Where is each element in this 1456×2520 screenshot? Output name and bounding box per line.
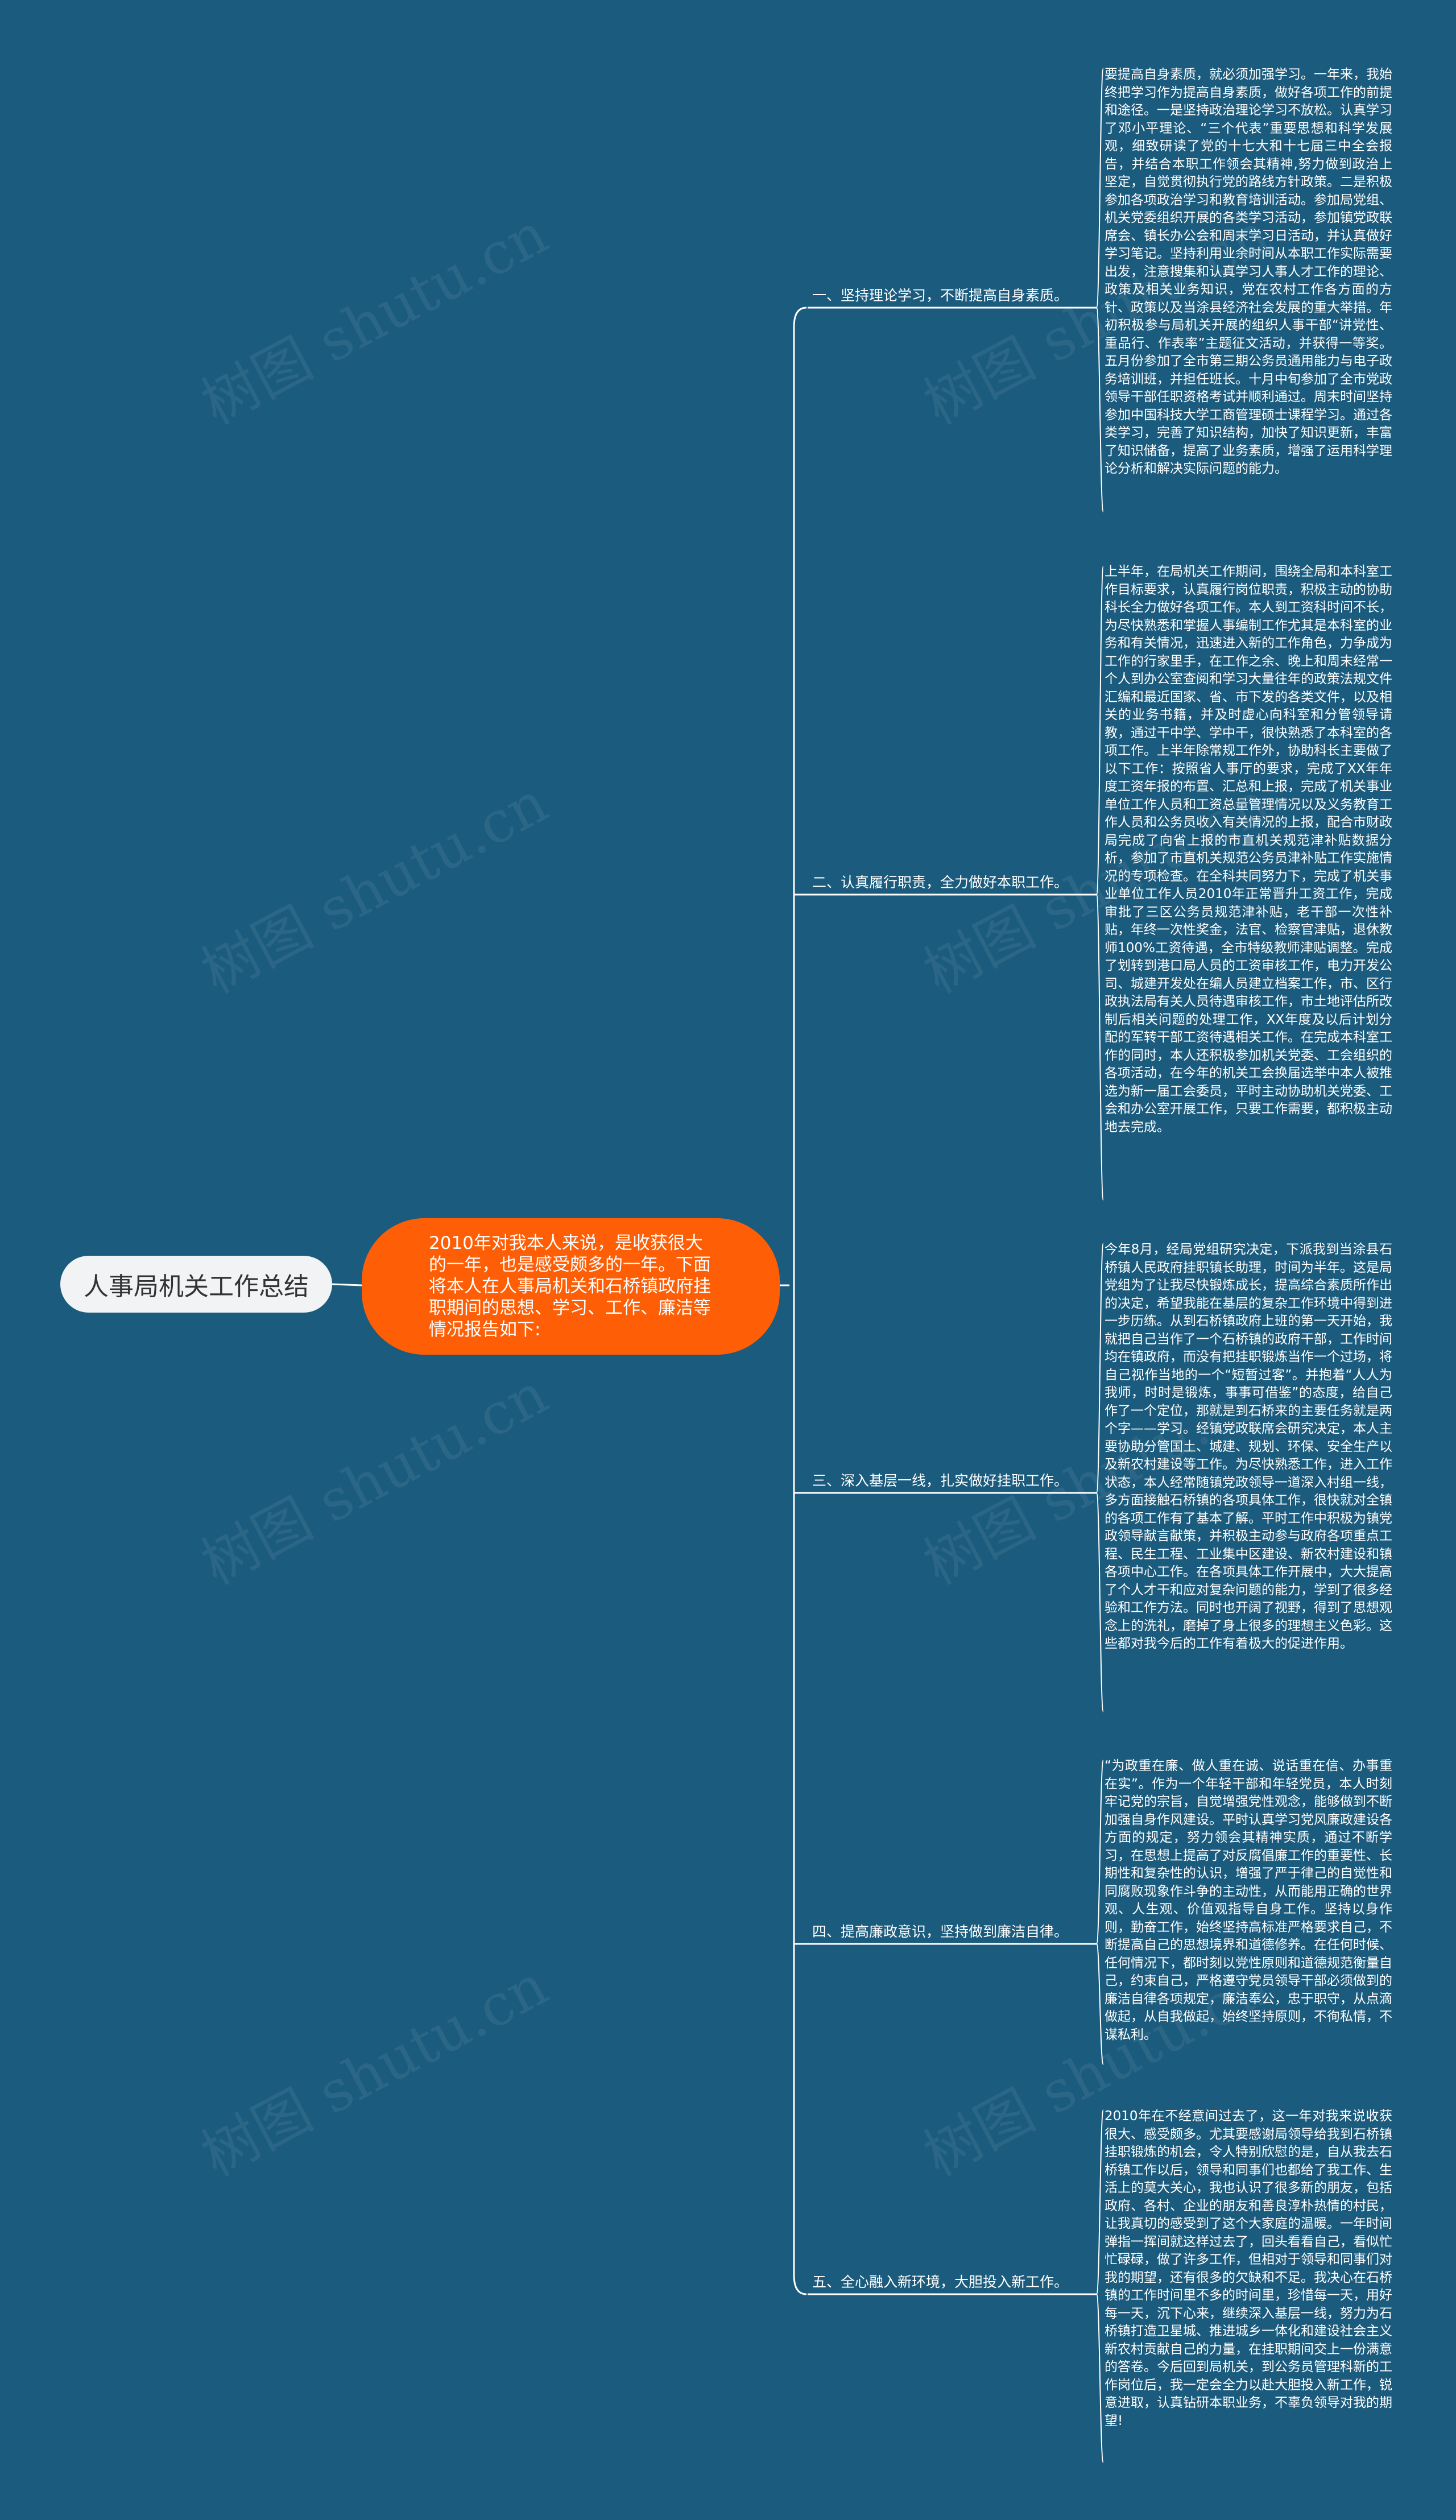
center-node[interactable]: 2010年对我本人来说，是收获很大的一年，也是感受颇多的一年。下面将本人在人事局…	[362, 1218, 780, 1355]
leaf-node-3[interactable]: 今年8月，经局党组研究决定，下派我到当涂县石桥镇人民政府挂职镇长助理，时间为半年…	[1105, 1242, 1392, 1651]
leaf-bracket-3	[1096, 1243, 1104, 1493]
root-node[interactable]: 人事局机关工作总结	[60, 1256, 332, 1313]
leaf-node-4[interactable]: “为政重在廉、做人重在诚、说话重在信、办事重在实”。作为一个年轻干部和年轻党员，…	[1105, 1758, 1392, 2042]
leaf-bracket-1	[1096, 68, 1104, 308]
center-node-text: 2010年对我本人来说，是收获很大的一年，也是感受颇多的一年。下面将本人在人事局…	[429, 1233, 711, 1340]
leaf-bracket-4	[1096, 1760, 1104, 1944]
root-to-center-link	[332, 1283, 362, 1286]
leaf-bracket-5b	[1096, 2294, 1104, 2463]
leaf-node-5[interactable]: 2010年在不经意间过去了，这一年对我来说收获很大、感受颇多。尤其要感谢局领导给…	[1105, 2109, 1392, 2428]
root-node-label: 人事局机关工作总结	[84, 1272, 309, 1301]
watermark: 树图 shutu.cn	[191, 200, 559, 438]
branch-node-1[interactable]: 一、坚持理论学习，不断提高自身素质。	[812, 287, 1069, 304]
branch-node-5[interactable]: 五、全心融入新环境，大胆投入新工作。	[812, 2274, 1069, 2290]
leaf-bracket-4b	[1096, 1943, 1104, 2065]
branch-trunk	[793, 307, 807, 2295]
branch-node-3[interactable]: 三、深入基层一线，扎实做好挂职工作。	[812, 1472, 1069, 1489]
watermark: 树图 shutu.cn	[191, 1360, 559, 1598]
leaf-bracket-3b	[1096, 1492, 1104, 1712]
watermark: 树图 shutu.cn	[191, 1951, 559, 2190]
watermark: 树图 shutu.cn	[191, 768, 559, 1007]
branch-node-4[interactable]: 四、提高廉政意识，坚持做到廉洁自律。	[812, 1923, 1069, 1940]
branch-node-2[interactable]: 二、认真履行职责，全力做好本职工作。	[812, 874, 1069, 891]
leaf-bracket-1b	[1096, 307, 1104, 512]
leaf-bracket-2b	[1096, 894, 1104, 1201]
leaf-node-2[interactable]: 上半年，在局机关工作期间，围绕全局和本科室工作目标要求，认真履行岗位职责，积极主…	[1105, 564, 1392, 1135]
leaf-bracket-2	[1096, 566, 1104, 895]
leaf-bracket-5	[1096, 2109, 1104, 2295]
leaf-node-1[interactable]: 要提高自身素质，就必须加强学习。一年来，我始终把学习作为提高自身素质，做好各项工…	[1105, 67, 1392, 476]
